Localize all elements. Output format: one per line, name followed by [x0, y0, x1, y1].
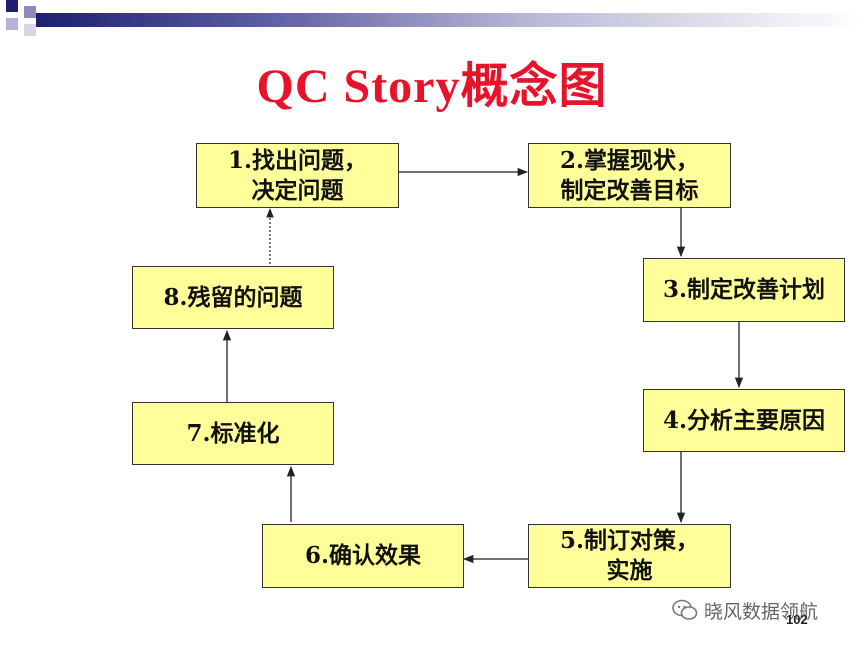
step-2-line-2: 制定改善目标	[560, 176, 699, 204]
step-box-4: 4.分析主要原因	[643, 389, 845, 452]
step-box-6: 6.确认效果	[262, 524, 464, 588]
watermark-text: 晓风数据领航	[704, 600, 819, 623]
header-gradient-bar	[36, 13, 864, 27]
step-1-line-1: 1.找出问题，	[227, 146, 367, 174]
step-3-line-1: 3.制定改善计划	[662, 276, 825, 303]
step-6-line-1: 6.确认效果	[304, 542, 421, 569]
header-square-1	[6, 0, 18, 12]
step-4-line-1: 4.分析主要原因	[662, 406, 825, 434]
header-square-3	[6, 18, 18, 30]
step-box-8: 8.残留的问题	[132, 266, 334, 329]
step-box-5: 5.制订对策， 实施	[528, 524, 731, 588]
wechat-icon	[672, 599, 698, 620]
header-square-4	[24, 24, 36, 36]
header-decoration	[0, 0, 864, 38]
header-square-2	[24, 6, 36, 18]
step-8-line-1: 8.残留的问题	[163, 283, 303, 311]
page-title: QC Story概念图	[256, 60, 608, 113]
page-number: 102	[786, 612, 808, 627]
step-box-3: 3.制定改善计划	[643, 258, 845, 322]
step-box-2: 2.掌握现状， 制定改善目标	[528, 143, 731, 208]
step-box-7: 7.标准化	[132, 402, 334, 465]
step-5-line-2: 实施	[606, 557, 653, 584]
watermark: 晓风数据领航	[672, 596, 818, 624]
step-2-line-1: 2.掌握现状，	[559, 146, 699, 174]
step-7-line-1: 7.标准化	[186, 419, 280, 447]
step-5-line-1: 5.制订对策，	[559, 527, 699, 554]
step-1-line-2: 决定问题	[251, 176, 344, 204]
step-box-1: 1.找出问题， 决定问题	[196, 143, 399, 208]
